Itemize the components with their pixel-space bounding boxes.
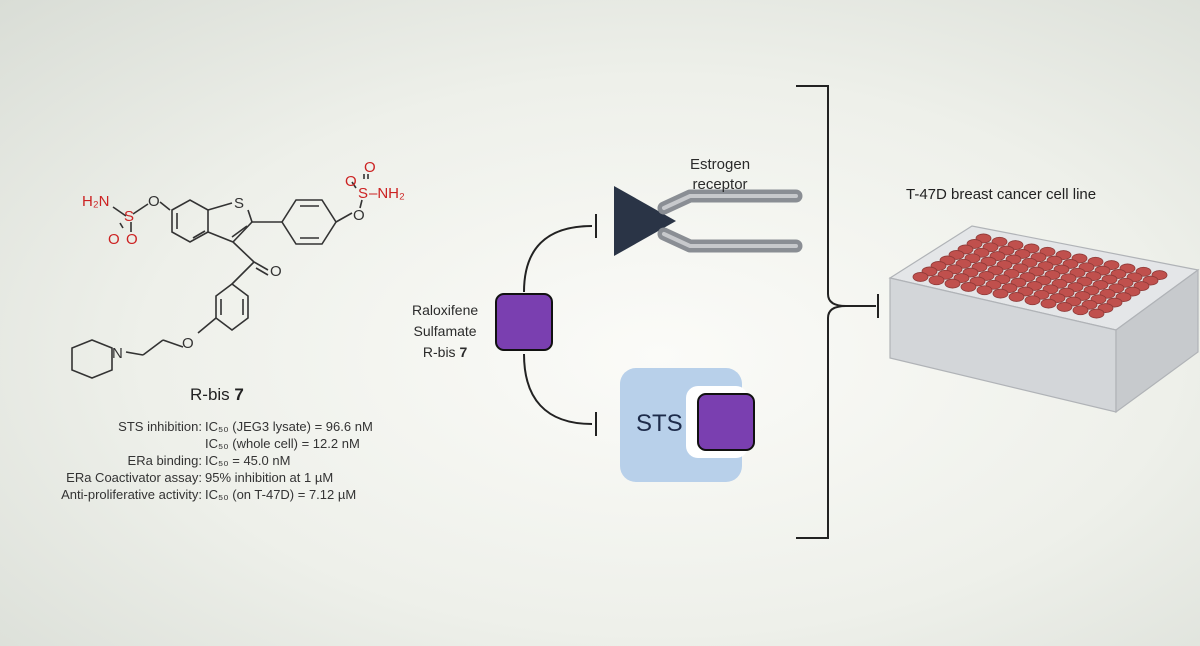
property-value: IC₅₀ = 45.0 nM (205, 453, 291, 468)
well (992, 288, 1009, 299)
property-row: STS inhibition: IC₅₀ (JEG3 lysate) = 96.… (20, 418, 380, 435)
compound-properties: STS inhibition: IC₅₀ (JEG3 lysate) = 96.… (20, 418, 380, 503)
raloxifene-label: Raloxifene Sulfamate R-bis 7 (412, 300, 478, 363)
bracket-icon (796, 85, 847, 539)
well (944, 278, 961, 289)
well (976, 285, 993, 296)
well (1056, 302, 1073, 312)
property-value: IC₅₀ (on T-47D) = 7.12 µM (205, 487, 357, 502)
sts-enzyme-icon (620, 368, 755, 482)
property-row: Anti-proliferative activity: IC₅₀ (on T-… (20, 486, 380, 503)
compound-name-text: R-bis (190, 385, 230, 404)
inhibition-arc-er (523, 225, 593, 293)
compound-name-number: 7 (234, 385, 244, 404)
o-right-mid-label: O (345, 173, 357, 190)
o-right-bottom-label: O (353, 207, 365, 224)
well-grid (912, 233, 1168, 319)
s-right-label: S (358, 185, 368, 202)
property-row: ERa Coactivator assay: 95% inhibition at… (20, 469, 380, 486)
o-left1-label: O (148, 193, 160, 210)
well (928, 275, 945, 286)
well (1088, 308, 1105, 319)
s-left-label: S (124, 208, 134, 225)
well (960, 282, 977, 292)
compound-name: R-bis 7 (190, 385, 244, 405)
property-row: ERa binding: IC₅₀ = 45.0 nM (20, 452, 380, 469)
inhibition-arc-sts (523, 353, 593, 425)
well (1008, 292, 1025, 302)
well (1040, 298, 1057, 309)
raloxifene-square (495, 293, 553, 351)
cell-line-label: T-47D breast cancer cell line (906, 186, 1097, 203)
estrogen-receptor-icon (614, 186, 803, 256)
s-ring-label: S (234, 195, 244, 212)
raloxifene-line3: R-bis 7 (412, 342, 478, 363)
h2n-label: H₂N (82, 193, 110, 210)
property-row: IC₅₀ (whole cell) = 12.2 nM (20, 435, 380, 452)
er-line2: receptor (692, 176, 748, 193)
o-ketone-label: O (270, 263, 282, 280)
o-left3-label: O (126, 231, 138, 248)
o-right-top-label: O (364, 159, 376, 176)
property-value: IC₅₀ (whole cell) = 12.2 nM (205, 436, 360, 451)
property-label: ERa Coactivator assay: (66, 470, 202, 485)
n-piperidine-label: N (112, 345, 123, 362)
o-ether-label: O (182, 335, 194, 352)
raloxifene-line3-text: R-bis (422, 344, 456, 360)
property-value: 95% inhibition at 1 µM (205, 470, 334, 485)
property-label: ERa binding: (127, 453, 202, 468)
property-value: IC₅₀ (JEG3 lysate) = 96.6 nM (205, 419, 373, 434)
well-plate-icon (888, 225, 1200, 414)
well (912, 272, 929, 282)
property-label: Anti-proliferative activity: (61, 487, 202, 502)
estrogen-receptor-label: Estrogen receptor (690, 155, 750, 195)
o-left2-label: O (108, 231, 120, 248)
sts-label: STS (636, 410, 683, 437)
well (1072, 305, 1089, 316)
raloxifene-line1: Raloxifene (412, 302, 479, 318)
property-label: STS inhibition: (118, 419, 202, 434)
er-line1: Estrogen (690, 156, 751, 173)
well (1024, 295, 1041, 306)
raloxifene-number: 7 (459, 344, 468, 360)
raloxifene-line2: Sulfamate (413, 323, 477, 339)
nh2-label: –NH₂ (369, 185, 405, 202)
